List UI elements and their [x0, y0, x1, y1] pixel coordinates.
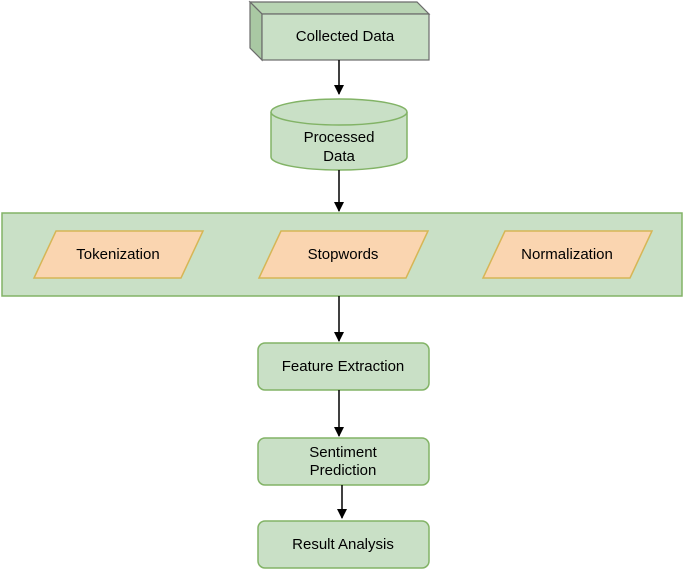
collected-data-label: Collected Data	[296, 28, 395, 45]
collected-data-box-top	[248, 1, 431, 15]
sentiment-prediction-label-line2: Prediction	[310, 462, 377, 479]
processed-data-cylinder-top	[270, 98, 408, 126]
normalization-node: Normalization	[481, 230, 654, 279]
feature-extraction-box	[257, 342, 430, 391]
sentiment-prediction-box	[257, 437, 430, 486]
feature-extraction-node: Feature Extraction	[257, 342, 430, 391]
stopwords-label: Stopwords	[308, 246, 379, 263]
normalization-parallelogram	[481, 230, 654, 279]
tokenization-parallelogram	[32, 230, 205, 279]
stopwords-node: Stopwords	[257, 230, 430, 279]
processed-data-label-line2: Data	[323, 148, 355, 165]
result-analysis-box	[257, 520, 430, 569]
tokenization-label: Tokenization	[76, 246, 159, 263]
collected-data-node: Collected Data	[248, 0, 431, 62]
result-analysis-label: Result Analysis	[292, 536, 394, 553]
normalization-label: Normalization	[521, 246, 613, 263]
processed-data-label-line1: Processed	[304, 129, 375, 146]
feature-extraction-label: Feature Extraction	[282, 358, 405, 375]
processed-data-node: Processed Data	[270, 98, 408, 171]
sentiment-prediction-node: Sentiment Prediction	[257, 437, 430, 486]
tokenization-node: Tokenization	[32, 230, 205, 279]
stopwords-parallelogram	[257, 230, 430, 279]
result-analysis-node: Result Analysis	[257, 520, 430, 569]
sentiment-prediction-label-line1: Sentiment	[309, 444, 377, 461]
collected-data-box-front	[261, 13, 430, 61]
